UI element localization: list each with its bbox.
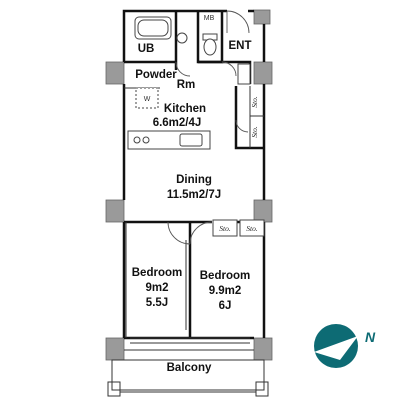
label-storage-upper: Sto. — [250, 96, 259, 108]
toilet-bowl — [203, 38, 217, 56]
bathtub-inner — [137, 19, 169, 37]
entrance-door-swing — [226, 10, 250, 34]
hall-door-swing — [221, 61, 237, 77]
windows — [124, 337, 254, 351]
kitchen-sink — [179, 133, 203, 147]
compass-north-label: N — [365, 329, 376, 345]
hob-burner-2 — [142, 136, 150, 144]
label-bedroom1: Bedroom — [132, 267, 182, 279]
pillar-right-lower — [253, 337, 273, 361]
label-bedroom2-area: 9.9m2 — [209, 285, 242, 297]
balcony-post-right — [255, 381, 269, 397]
washbasin — [176, 32, 188, 44]
washer-space — [135, 87, 159, 109]
balcony — [107, 359, 269, 397]
balcony-outline — [111, 359, 265, 391]
compass-needle — [314, 336, 358, 360]
pillar-left-middle — [105, 199, 125, 223]
hob-burner-1 — [133, 136, 141, 144]
pillar-right-middle — [253, 199, 273, 223]
room-labels: UB MB ENT Powder Rm W Kitchen 6.6m2/4J D… — [132, 15, 259, 374]
label-bedroom2-jo: 6J — [219, 300, 232, 312]
pillar-left-lower — [105, 337, 125, 361]
label-powder-rm: Rm — [177, 79, 196, 91]
powder-door-swing — [175, 61, 191, 77]
label-storage-bed-1: Sto. — [219, 224, 231, 233]
label-kitchen-size: 6.6m2/4J — [153, 117, 202, 129]
label-ub: UB — [138, 43, 155, 55]
label-bedroom1-jo: 5.5J — [146, 297, 168, 309]
label-balcony: Balcony — [167, 362, 212, 374]
label-mb: MB — [204, 15, 215, 22]
fixtures — [133, 16, 251, 147]
pillar-top-right — [253, 9, 271, 25]
balcony-post-left — [107, 381, 121, 397]
label-powder: Powder — [135, 69, 177, 81]
label-bedroom2: Bedroom — [200, 270, 250, 282]
label-kitchen: Kitchen — [164, 103, 206, 115]
doors — [167, 10, 250, 245]
label-washer: W — [144, 96, 151, 103]
shoe-cabinet — [237, 63, 251, 85]
label-bedroom1-area: 9m2 — [145, 282, 168, 294]
structural-pillars — [105, 9, 273, 361]
bedroom1-door-swing — [167, 221, 191, 245]
north-compass-icon: N — [314, 324, 376, 368]
storage-box-2 — [239, 219, 265, 237]
storage-box-1 — [212, 219, 238, 237]
label-storage-lower: Sto. — [250, 126, 259, 138]
bedroom2-door-swing — [189, 221, 213, 245]
pillar-right-upper — [253, 61, 273, 85]
pillar-left-upper — [105, 61, 125, 85]
label-dining: Dining — [176, 174, 212, 186]
label-dining-size: 11.5m2/7J — [167, 189, 221, 201]
storage-door-swing — [235, 119, 249, 133]
label-ent: ENT — [229, 40, 252, 52]
label-storage-bed-2: Sto. — [246, 224, 258, 233]
